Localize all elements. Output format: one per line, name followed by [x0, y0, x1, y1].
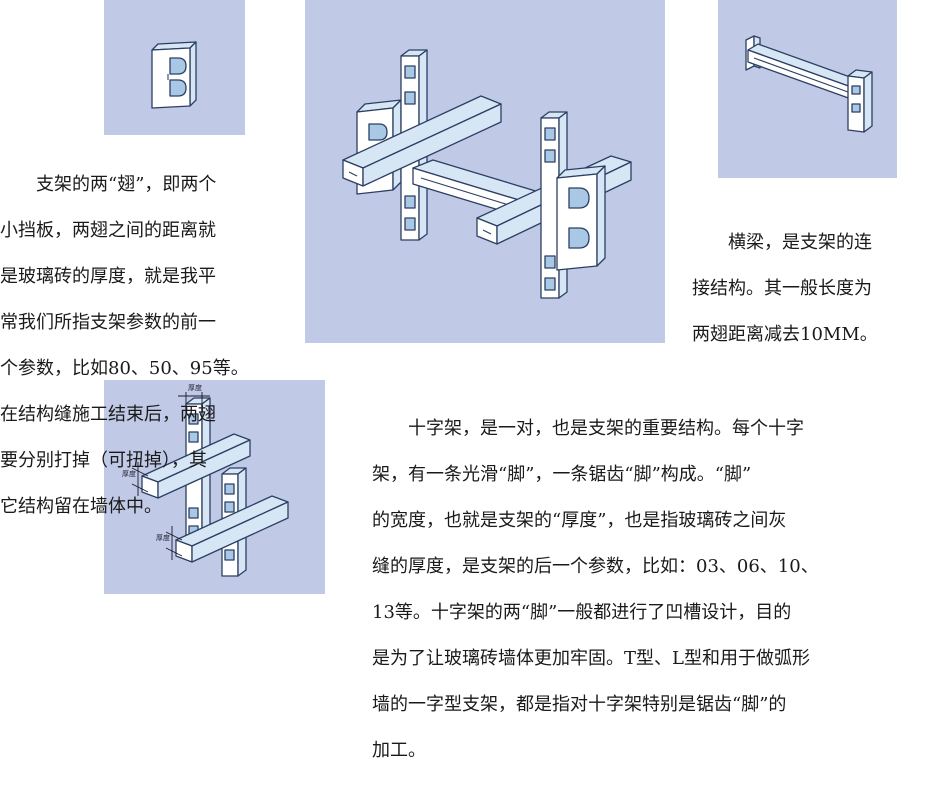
cross-back-horizontal — [141, 433, 251, 499]
back-horizontal-beam — [342, 95, 502, 187]
bracket-illustration — [342, 49, 632, 299]
wing-description: 支架的两“翅”，即两个 小挡板，两翅之间的距离就 是玻璃砖的厚度，就是我平 常我… — [0, 174, 249, 517]
front-wing-plate — [556, 165, 606, 271]
bracket-panel — [305, 0, 665, 343]
cross-front-horizontal — [175, 495, 289, 563]
cross-description: 十字架，是一对，也是支架的重要结构。每个十字 架，有一条光滑“脚”，一条锯齿“脚… — [372, 418, 819, 761]
dim-top-label: 厚度 — [188, 383, 202, 392]
dim-top: 厚度 — [178, 383, 210, 410]
wing-panel — [104, 0, 245, 135]
dim-bottom: 厚度 — [156, 526, 183, 560]
beam-body — [747, 43, 865, 101]
beam-right-leg — [847, 69, 873, 133]
wing-plate — [151, 41, 197, 109]
dim-bottom-label: 厚度 — [156, 533, 170, 542]
dim-left: 厚度 — [122, 462, 149, 496]
beam-panel — [718, 0, 897, 178]
cross-illustration: 厚度 厚度 厚度 — [122, 383, 289, 577]
dim-left-label: 厚度 — [122, 469, 136, 478]
cross-panel: 厚度 厚度 厚度 — [104, 380, 325, 594]
beam-description: 横梁，是支架的连 接结构。其一般长度为 两翅距离减去10MM。 — [692, 232, 878, 345]
wing-illustration — [151, 41, 197, 109]
beam-illustration — [745, 35, 873, 133]
